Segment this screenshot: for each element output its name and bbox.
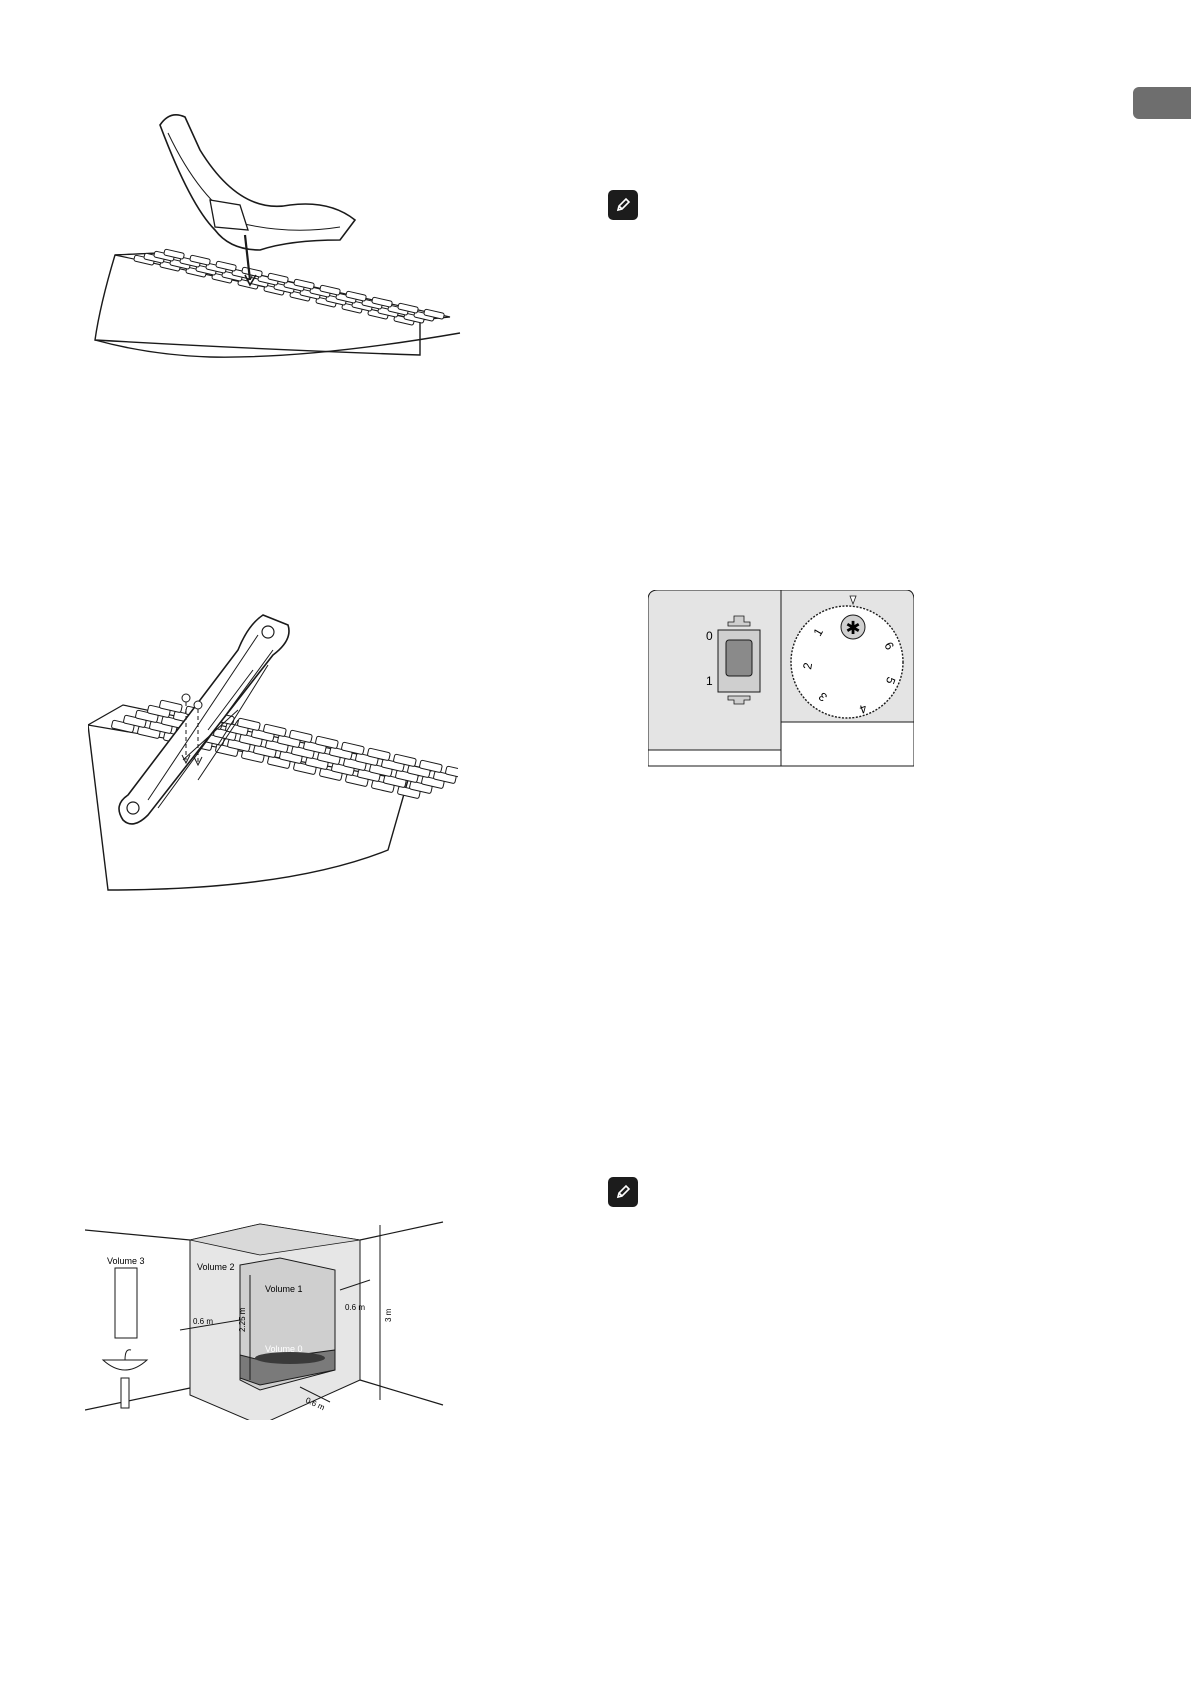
volume-0-label: Volume 0 xyxy=(265,1344,303,1354)
volume-2-label: Volume 2 xyxy=(197,1262,235,1272)
heater-grille xyxy=(133,248,445,326)
height-2-25-label: 2.25 m xyxy=(238,1307,247,1332)
dial-number: 4 xyxy=(857,701,868,717)
dial-number: 5 xyxy=(883,675,899,686)
figure-bracket-placement xyxy=(94,114,461,358)
dial-frost-symbol: ✱ xyxy=(845,618,860,638)
volume-1-label: Volume 1 xyxy=(265,1284,303,1294)
language-tab xyxy=(1133,87,1191,119)
figure-bathroom-volumes: Volume 3 Volume 2 Volume 1 Volume 0 0.6 … xyxy=(85,1221,444,1420)
distance-left-label: 0.6 m xyxy=(193,1317,213,1326)
switch-label-off: 0 xyxy=(706,629,713,643)
switch-label-on: 1 xyxy=(706,674,713,688)
pencil-note-icon xyxy=(608,1177,638,1207)
figure-bracket-screws xyxy=(88,614,458,891)
pencil-note-icon xyxy=(608,190,638,220)
dial-number: 2 xyxy=(800,661,815,670)
screw-icon xyxy=(181,693,203,767)
control-panel-figure: 0 1 ✱ 1 2 3 4 5 6 xyxy=(648,590,914,767)
volume-3-label: Volume 3 xyxy=(107,1256,145,1266)
height-3-label: 3 m xyxy=(384,1308,393,1322)
distance-right-label: 0.6 m xyxy=(345,1303,365,1312)
